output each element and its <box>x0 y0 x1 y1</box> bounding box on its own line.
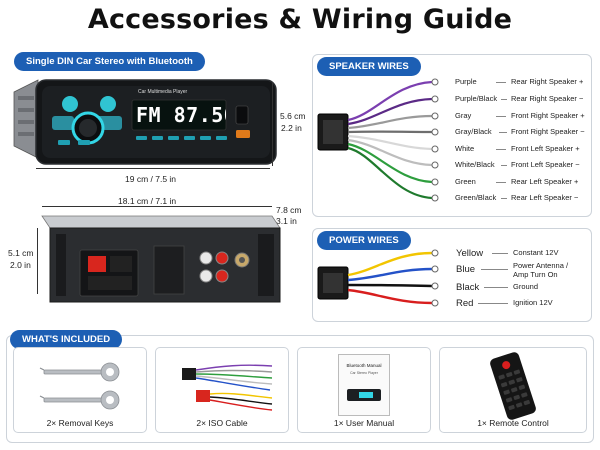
included-item-label: 2× ISO Cable <box>196 418 248 428</box>
speaker-wire-function: Front Left Speaker + <box>511 144 580 153</box>
power-harness-image <box>317 249 439 307</box>
included-item-remote-control: 1× Remote Control <box>439 347 587 433</box>
included-item-user-manual: Bluetooth Manual Car Stereo Player 1× Us… <box>297 347 431 433</box>
manual-icon: Bluetooth Manual Car Stereo Player <box>338 354 390 416</box>
included-item-label: 2× Removal Keys <box>46 418 114 428</box>
speaker-wires-panel <box>312 54 592 217</box>
power-wire-function: Ignition 12V <box>513 298 553 307</box>
removal-keys-icon <box>39 362 120 410</box>
page-title: Accessories & Wiring Guide <box>87 4 513 35</box>
speaker-wire-function: Front Right Speaker + <box>511 111 585 120</box>
depth-in-label: 3.1 in <box>276 216 297 226</box>
speaker-wire-color: Purple <box>455 77 477 86</box>
speaker-wire-function: Rear Left Speaker − <box>511 193 579 202</box>
chassis-height-cm-label: 5.1 cm <box>8 248 34 258</box>
power-wire-color: Black <box>456 282 480 293</box>
speaker-wire-color: Gray <box>455 111 472 120</box>
power-wire-function: Ground <box>513 282 539 291</box>
stereo-badge: Single DIN Car Stereo with Bluetooth <box>14 52 205 71</box>
speaker-wire-function: Rear Left Speaker + <box>511 177 579 186</box>
power-wire-function: Power Antenna / Amp Turn On <box>513 261 569 279</box>
speaker-wire-function: Front Right Speaker − <box>511 127 585 136</box>
iso-cable-icon <box>182 364 273 411</box>
speaker-wires-badge: SPEAKER WIRES <box>317 57 421 76</box>
speaker-wire-color: Gray/Black <box>455 127 492 136</box>
depth-cm-label: 7.8 cm <box>276 205 302 215</box>
height-cm-label: 5.6 cm <box>280 111 306 121</box>
included-item-iso-cable: 2× ISO Cable <box>155 347 289 433</box>
speaker-wire-color: Green <box>455 177 476 186</box>
power-wire-color: Yellow <box>456 248 484 259</box>
remote-control-icon <box>490 352 536 420</box>
stereo-front-image <box>13 79 277 165</box>
speaker-wire-color: Purple/Black <box>455 94 498 103</box>
included-badge: WHAT'S INCLUDED <box>10 330 123 349</box>
speaker-wire-function: Rear Right Speaker + <box>511 77 584 86</box>
height-in-label: 2.2 in <box>281 123 302 133</box>
included-item-label: 1× Remote Control <box>477 418 549 428</box>
stereo-rear-image <box>41 215 281 303</box>
power-wire-function: Constant 12V <box>513 248 559 257</box>
stereo-display: FM 87.50 <box>136 103 226 127</box>
manual-subtitle: Car Stereo Player <box>350 371 378 375</box>
power-wire-color: Red <box>456 298 474 309</box>
width-label: 19 cm / 7.5 in <box>125 174 177 184</box>
faceplate-text: Car Multimedia Player <box>138 89 188 95</box>
speaker-wire-color: White <box>455 144 475 153</box>
speaker-wire-color: Green/Black <box>455 193 497 202</box>
included-item-label: 1× User Manual <box>333 418 395 428</box>
power-wire-color: Blue <box>456 264 476 275</box>
speaker-harness-image <box>317 78 439 202</box>
speaker-wire-color: White/Black <box>455 160 495 169</box>
chassis-height-in-label: 2.0 in <box>10 260 31 270</box>
power-wires-badge: POWER WIRES <box>317 231 411 250</box>
included-item-removal-keys: 2× Removal Keys <box>13 347 147 433</box>
manual-title: Bluetooth Manual <box>346 363 382 368</box>
speaker-wire-function: Rear Right Speaker − <box>511 94 584 103</box>
speaker-wire-function: Front Left Speaker − <box>511 160 580 169</box>
chassis-width-label: 18.1 cm / 7.1 in <box>118 196 177 206</box>
